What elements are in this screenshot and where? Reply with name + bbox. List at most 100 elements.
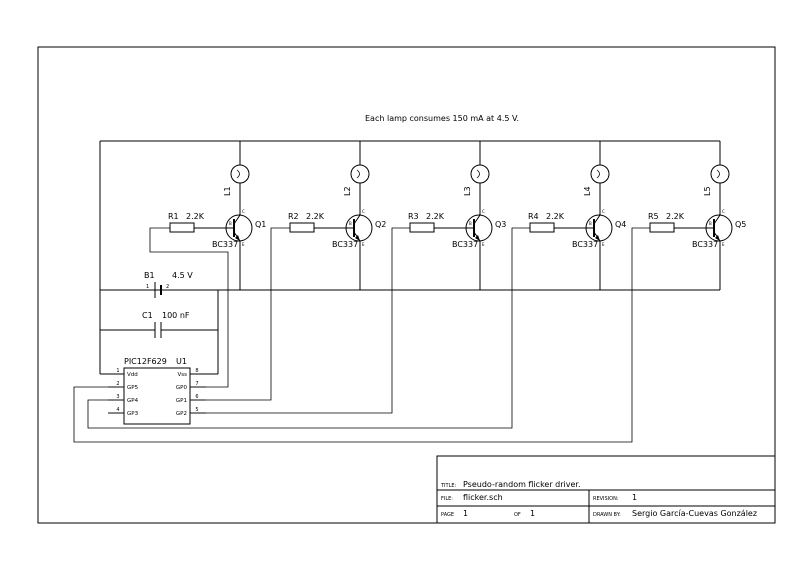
resistor-ref: R2	[288, 212, 299, 221]
lamp-symbol	[710, 164, 730, 184]
transistor-ref: Q3	[495, 220, 506, 229]
collector-pin-letter: C	[602, 209, 605, 214]
transistor-symbol	[585, 214, 613, 242]
transistor-ref: Q2	[375, 220, 386, 229]
battery-value: 4.5 V	[172, 271, 193, 280]
emitter-pin-letter: E	[362, 242, 365, 247]
collector-pin-letter: C	[722, 209, 725, 214]
transistor-type: BC337	[572, 240, 598, 249]
lamp-note: Each lamp consumes 150 mA at 4.5 V.	[365, 114, 519, 123]
base-pin-letter: B	[589, 221, 592, 226]
drawn-by-label: DRAWN BY:	[593, 512, 621, 518]
resistor-ref: R5	[648, 212, 659, 221]
lamp-label: L2	[343, 186, 352, 196]
resistor-symbol	[409, 222, 435, 233]
lamp-label: L4	[583, 186, 592, 196]
emitter-arrow	[235, 235, 240, 241]
base-pin-letter: B	[709, 221, 712, 226]
ic-pin-name: GP1	[176, 398, 187, 404]
ic-pin-number: 5	[195, 407, 198, 413]
ic-pin-number: 6	[195, 394, 198, 400]
ic-pin-name: Vss	[178, 372, 188, 378]
drawn-by-name: Sergio García-Cuevas González	[632, 509, 757, 518]
ic-pin-name: GP5	[127, 385, 139, 391]
collector-pin-letter: C	[242, 209, 245, 214]
page-total: 1	[530, 509, 535, 518]
wire-segment	[353, 214, 361, 225]
ic-part: PIC12F629	[124, 357, 167, 366]
transistor-type: BC337	[212, 240, 238, 249]
ic-pin-name: Vdd	[127, 372, 138, 378]
emitter-arrow	[595, 235, 600, 241]
transistor-symbol	[345, 214, 373, 242]
base-pin-letter: B	[349, 221, 352, 226]
lamp-label: L1	[223, 186, 232, 196]
capacitor-value: 100 nF	[162, 311, 190, 320]
sheet-border	[37, 46, 776, 524]
file-label: FILE:	[441, 496, 453, 502]
wire-segment	[593, 214, 601, 225]
transistor-ref: Q1	[255, 220, 266, 229]
transistor-symbol	[705, 214, 733, 242]
lamp-filament	[596, 169, 600, 179]
battery-pin2: 2	[166, 284, 169, 290]
capacitor-ref: C1	[142, 311, 153, 320]
ic-u1: PIC12F629 U1 1Vdd2GP53GP44GP38Vss7GP06GP…	[108, 357, 206, 425]
file-name: flicker.sch	[463, 493, 503, 502]
revision-label: REVISION:	[593, 496, 619, 502]
resistor-value: 2.2K	[426, 212, 445, 221]
emitter-pin-letter: E	[602, 242, 605, 247]
resistor-value: 2.2K	[546, 212, 565, 221]
ic-pin-number: 8	[195, 368, 198, 374]
lamp-filament	[236, 169, 240, 179]
ic-body	[123, 367, 191, 425]
resistor-value: 2.2K	[306, 212, 325, 221]
lamp-label: L3	[463, 186, 472, 196]
base-pin-letter: B	[229, 221, 232, 226]
base-pin-letter: B	[469, 221, 472, 226]
battery-b1: B1 4.5 V 1 2	[144, 271, 193, 298]
ic-ref: U1	[176, 357, 187, 366]
collector-pin-letter: C	[482, 209, 485, 214]
ic-pin-name: GP3	[127, 411, 139, 417]
transistor-ref: Q5	[735, 220, 746, 229]
title-block: TITLE: Pseudo-random flicker driver. FIL…	[436, 455, 776, 524]
battery-ref: B1	[144, 271, 155, 280]
ic-pin-number: 7	[195, 381, 198, 387]
ic-pin-name: GP4	[127, 398, 139, 404]
lamp-symbol	[590, 164, 610, 184]
ic-pin-name: GP0	[176, 385, 188, 391]
capacitor-c1: C1 100 nF	[142, 311, 190, 338]
lamp-filament	[476, 169, 480, 179]
transistor-type: BC337	[452, 240, 478, 249]
battery-pin1: 1	[146, 284, 149, 290]
of-label: OF	[514, 512, 521, 518]
resistor-symbol	[529, 222, 555, 233]
transistor-symbol	[225, 214, 253, 242]
transistor-ref: Q4	[615, 220, 626, 229]
transistor-type: BC337	[692, 240, 718, 249]
lamp-symbol	[470, 164, 490, 184]
resistor-symbol	[169, 222, 195, 233]
wire-segment	[473, 214, 481, 225]
lamp-symbol	[230, 164, 250, 184]
drawing-title: Pseudo-random flicker driver.	[463, 480, 581, 489]
ic-pin-number: 2	[116, 381, 119, 387]
emitter-pin-letter: E	[482, 242, 485, 247]
page-label: PAGE	[441, 512, 454, 518]
emitter-pin-letter: E	[722, 242, 725, 247]
wiring	[99, 140, 720, 375]
resistor-value: 2.2K	[186, 212, 205, 221]
resistor-ref: R4	[528, 212, 539, 221]
title-label: TITLE:	[440, 483, 457, 489]
wire-segment	[233, 214, 241, 225]
lamp-filament	[716, 169, 720, 179]
resistor-symbol	[289, 222, 315, 233]
transistor-symbol	[465, 214, 493, 242]
lamp-filament	[356, 169, 360, 179]
